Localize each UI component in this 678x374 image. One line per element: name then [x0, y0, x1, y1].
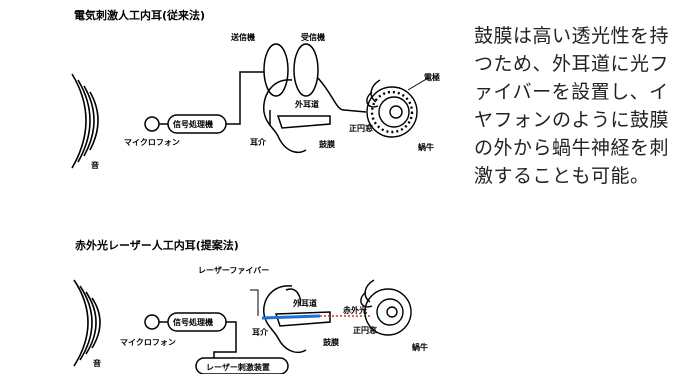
microphone-icon-top: [144, 116, 160, 132]
sound-label-top: 音: [91, 161, 99, 170]
cochlea-icon-top: [366, 79, 418, 138]
pinna-label-top: 耳介: [250, 138, 266, 147]
eardrum-label-bottom: 鼓膜: [323, 338, 339, 347]
microphone-icon-bottom: [144, 314, 160, 330]
description-text: 鼓膜は高い透光性を持つため、外耳道に光ファイバーを設置し、イヤフォンのように鼓膜…: [474, 25, 670, 187]
ear-canal-top: [276, 115, 331, 129]
microphone-label-top: マイクロフォン: [124, 138, 180, 147]
transmitter-icon: [263, 43, 289, 97]
ear-canal-bottom: [274, 311, 331, 327]
processor-label-top: 信号処理機: [173, 120, 213, 129]
sound-waves-bottom: [73, 279, 101, 367]
eardrum-label-top: 鼓膜: [319, 140, 335, 149]
receiver-label: 受信機: [301, 33, 325, 42]
infrared-label: 赤外光: [343, 306, 367, 315]
top-diagram-title: 電気刺激人工内耳(従来法): [74, 9, 206, 22]
microphone-label-bottom: マイクロフォン: [120, 338, 176, 347]
laser-device-label: レーザー刺激装置: [206, 363, 270, 372]
diagram-panel: 電気刺激人工内耳(従来法) 送信機 受信機 電極 外耳道 信号処理機 正円窓 マ…: [71, 9, 440, 374]
round-window-label-bottom: 正円窓: [353, 326, 377, 335]
round-window-label-top: 正円窓: [349, 124, 373, 133]
cochlea-label-top: 蝸牛: [418, 143, 434, 152]
laser-device-box: [195, 357, 289, 374]
transmitter-label: 送信機: [231, 33, 255, 42]
sound-label-bottom: 音: [93, 359, 101, 368]
cochlea-label-bottom: 蝸牛: [412, 343, 428, 352]
processor-label-bottom: 信号処理機: [173, 318, 213, 327]
laser-fiber-label: レーザーファイバー: [198, 266, 270, 275]
pinna-label-bottom: 耳介: [252, 328, 268, 337]
laser-fiber-line: [261, 314, 321, 320]
receiver-icon: [293, 43, 319, 97]
ear-canal-label-top: 外耳道: [295, 100, 319, 109]
sound-waves-top: [71, 73, 99, 169]
diagram-drawing: [71, 43, 429, 374]
pinna-outline-bottom: [263, 285, 307, 354]
cochlea-icon-bottom: [360, 279, 412, 336]
electrode-label: 電極: [424, 73, 440, 82]
bottom-diagram-title: 赤外光レーザー人工内耳(提案法): [75, 239, 239, 252]
ear-canal-label-bottom: 外耳道: [293, 299, 317, 308]
